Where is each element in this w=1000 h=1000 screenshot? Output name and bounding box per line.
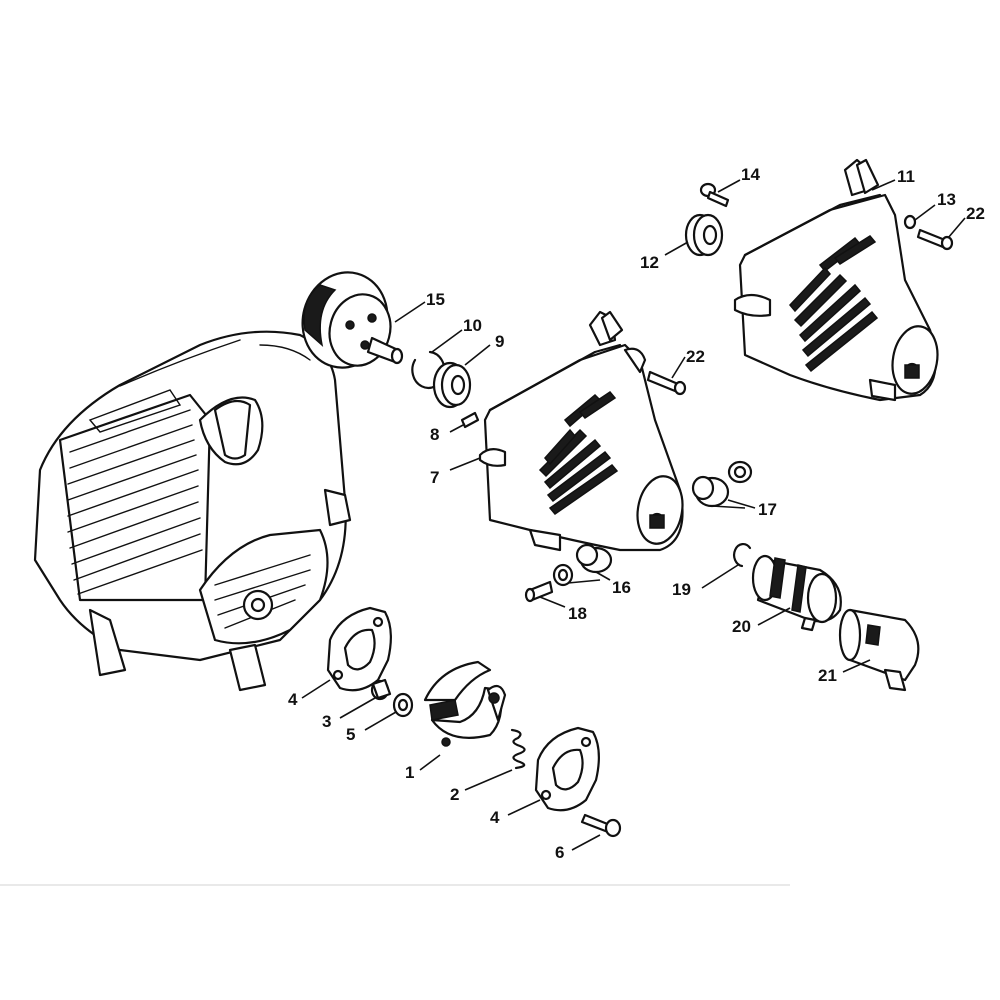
callout-5: 5 [346, 725, 355, 744]
callout-21: 21 [818, 666, 837, 685]
gear-housing-part-7 [478, 310, 684, 552]
engine-housing [33, 330, 352, 692]
screw-part-22-middle [646, 370, 687, 396]
callout-14: 14 [741, 165, 760, 184]
circlip-part-19 [733, 543, 752, 568]
clutch-shoe-part-1 [423, 660, 507, 747]
bushing-part-17 [691, 460, 753, 508]
callout-19: 19 [672, 580, 691, 599]
carrier-plate-part-4-lower [534, 726, 600, 812]
callout-labels: 15 10 9 8 7 14 11 13 22 12 22 17 16 18 1… [288, 165, 985, 862]
callout-3: 3 [322, 712, 331, 731]
callout-8: 8 [430, 425, 439, 444]
screw-part-6 [580, 813, 622, 838]
clutch-drum-part-15 [301, 271, 404, 369]
callout-9: 9 [495, 332, 504, 351]
coupling-part-21 [838, 608, 920, 692]
washer-part-5 [392, 692, 414, 718]
callout-22-upper: 22 [966, 204, 985, 223]
callout-17: 17 [758, 500, 777, 519]
screw-part-14 [699, 182, 730, 208]
callout-15: 15 [426, 290, 445, 309]
callout-2: 2 [450, 785, 459, 804]
callout-12: 12 [640, 253, 659, 272]
callout-18: 18 [568, 604, 587, 623]
callout-11: 11 [897, 167, 915, 186]
bolt-part-18 [524, 580, 554, 603]
leader-lines [301, 179, 966, 851]
sleeve-part-20 [751, 554, 842, 632]
callout-6: 6 [555, 843, 564, 862]
callout-13: 13 [937, 190, 956, 209]
callout-10: 10 [463, 316, 482, 335]
callout-4-upper: 4 [288, 690, 298, 709]
bearing-part-12 [684, 213, 724, 257]
callout-22-middle: 22 [686, 347, 705, 366]
ball-bearing-part-9 [432, 361, 472, 409]
washer-part-13 [903, 214, 917, 230]
carrier-plate-part-4-upper [326, 606, 392, 692]
callout-16: 16 [612, 578, 631, 597]
spacer-part-3 [370, 678, 392, 701]
spring-part-2 [510, 728, 526, 770]
callout-7: 7 [430, 468, 439, 487]
callout-1: 1 [405, 763, 414, 782]
bushing-part-16 [552, 543, 613, 587]
callout-4-lower: 4 [490, 808, 500, 827]
gear-housing-part-11 [733, 158, 939, 402]
screw-part-22-upper [916, 228, 954, 251]
callout-20: 20 [732, 617, 751, 636]
